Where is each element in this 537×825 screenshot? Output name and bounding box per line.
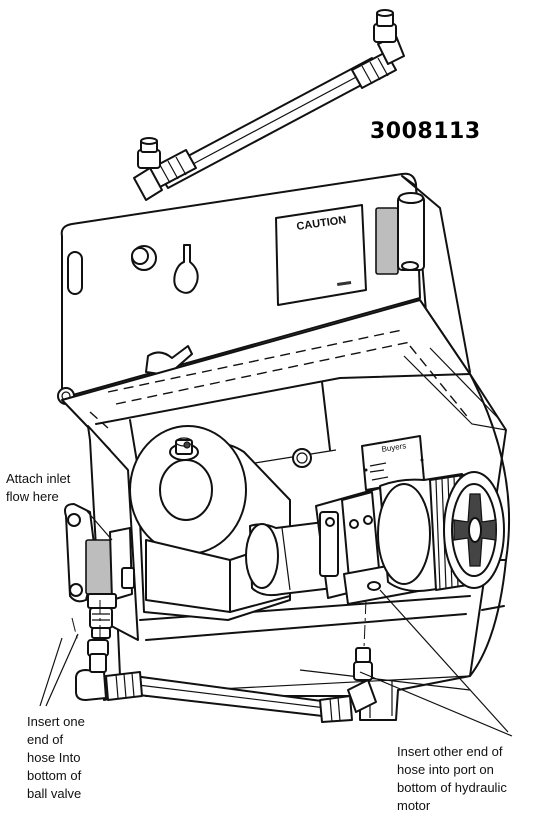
callout-ball-valve-line-5: ball valve (27, 786, 82, 801)
callout-leaders (39, 509, 513, 737)
callout-ball-valve: Insert one end of hose Into bottom of ba… (27, 713, 85, 803)
part-number: 3008113 (370, 119, 481, 144)
callout-ball-valve-line-2: end of (27, 732, 64, 747)
callout-ball-valve-line-4: bottom of (27, 768, 82, 783)
caution-plate (275, 204, 367, 306)
callout-ball-valve-line-1: Insert one (27, 714, 85, 729)
buyers-nameplate: Buyers (361, 435, 425, 491)
callout-hydraulic-motor-line-1: Insert other end of (397, 744, 503, 759)
installed-hose (75, 639, 377, 723)
callout-hydraulic-motor-line-3: bottom of hydraulic (397, 780, 507, 795)
callout-hydraulic-motor-line-2: hose into port on (397, 762, 494, 777)
callout-inlet-line-2: flow here (6, 489, 59, 504)
pump-body (129, 425, 312, 621)
ball-valve (64, 503, 135, 639)
hydraulic-motor (377, 471, 505, 592)
callout-inlet: Attach inlet flow here (6, 470, 70, 506)
callout-hydraulic-motor-line-4: motor (397, 798, 431, 813)
callout-ball-valve-line-3: hose Into (27, 750, 81, 765)
loose-hose-assembly (133, 9, 405, 201)
callout-inlet-line-1: Attach inlet (6, 471, 71, 486)
mounting-bracket: CAUTION (57, 172, 471, 405)
alignment-lines (71, 599, 367, 649)
buyers-label: Buyers (381, 441, 407, 454)
callout-hydraulic-motor: Insert other end of hose into port on bo… (397, 743, 507, 815)
